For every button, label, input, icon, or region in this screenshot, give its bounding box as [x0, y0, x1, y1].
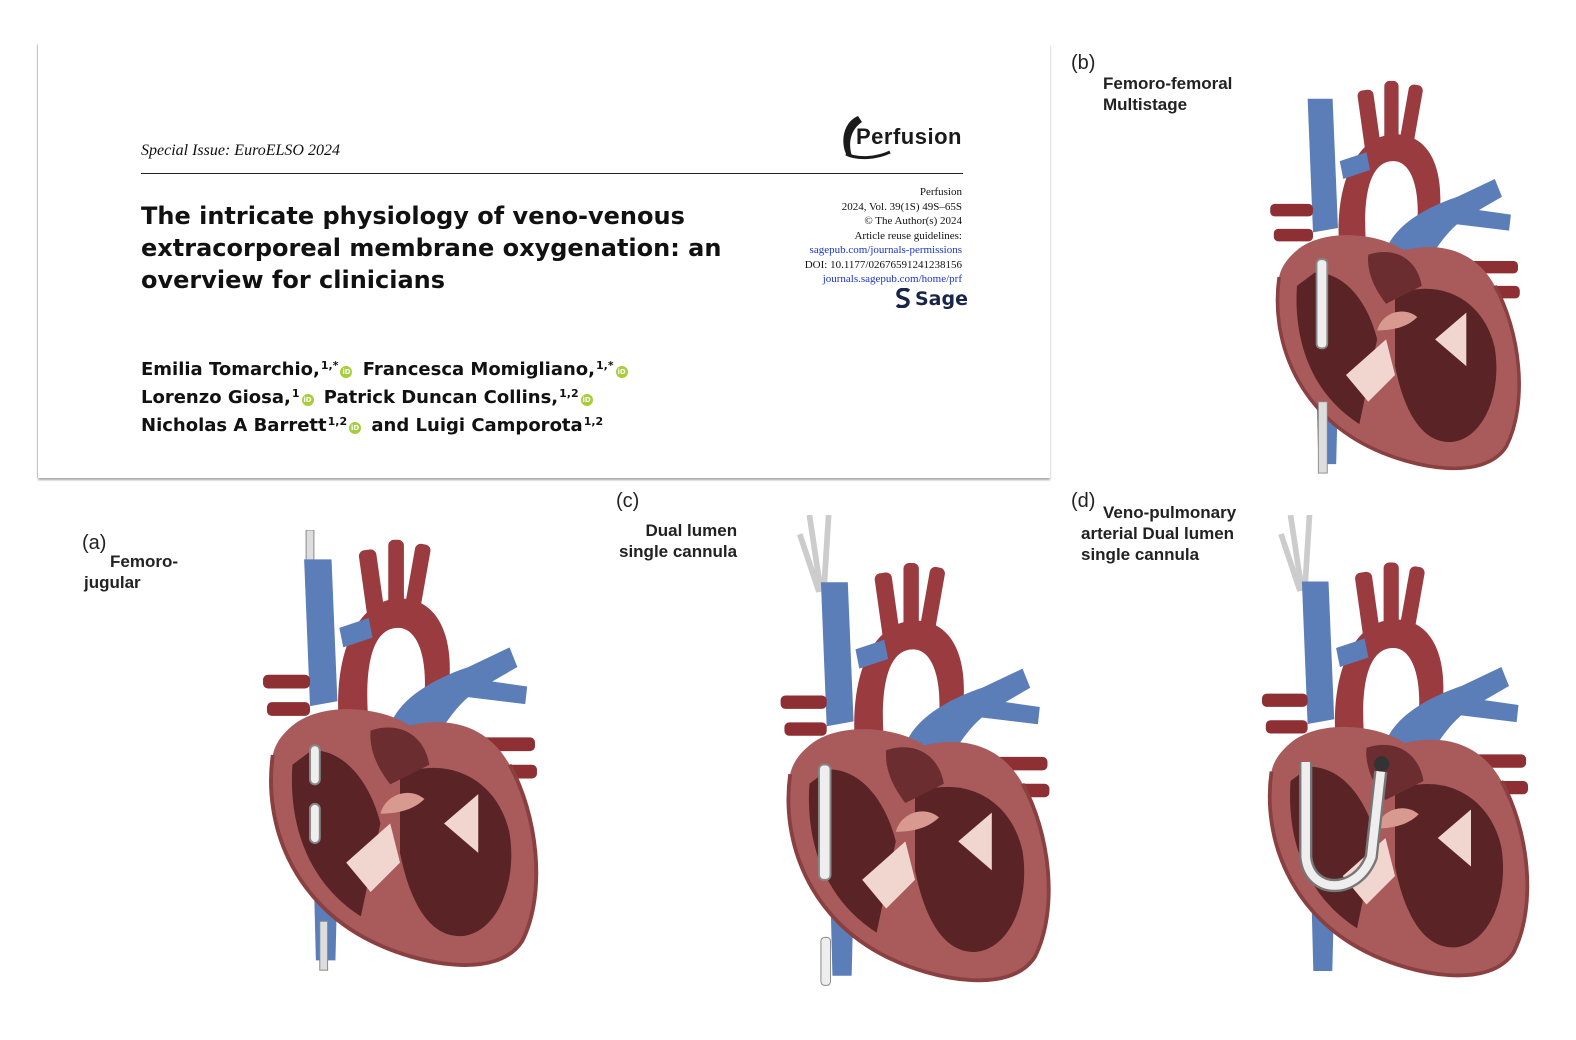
- meta-copyright: © The Author(s) 2024: [864, 215, 962, 227]
- heart-illustration-d: [1260, 515, 1530, 978]
- special-issue-label: Special Issue: EuroELSO 2024: [141, 142, 340, 159]
- paper-title: The intricate physiology of veno-venous …: [141, 200, 741, 296]
- heart-illustration-c: [778, 515, 1052, 986]
- permissions-link[interactable]: sagepub.com/journals-permissions: [809, 244, 962, 256]
- meta-reuse: Article reuse guidelines:: [854, 229, 962, 242]
- paper-header-card: Special Issue: EuroELSO 2024 Perfusion T…: [38, 44, 1050, 478]
- author-list: Emilia Tomarchio,1,*iD Francesca Momigli…: [141, 354, 632, 438]
- heart-illustration-a: [250, 530, 550, 971]
- panel-c-letter: (c): [616, 490, 640, 512]
- orcid-icon[interactable]: iD: [580, 394, 593, 406]
- caption-line: Veno-pulmonary: [1103, 503, 1237, 522]
- author-name: Francesca Momigliano,: [362, 359, 596, 380]
- journal-logo-text: Perfusion: [856, 124, 962, 149]
- panel-a-letter: (a): [82, 532, 107, 554]
- perfusion-logo-icon: [843, 116, 891, 160]
- meta-journal: Perfusion: [919, 186, 962, 198]
- author-line: Emilia Tomarchio,1,*iD Francesca Momigli…: [141, 354, 632, 382]
- orcid-icon[interactable]: iD: [615, 366, 628, 378]
- panel-a-caption: Femoro- jugular: [84, 551, 178, 593]
- affiliation-sup: 1,2: [327, 415, 348, 428]
- caption-line: arterial Dual lumen: [1081, 524, 1235, 543]
- author-conjunction: and: [371, 415, 410, 436]
- caption-line: single cannula: [619, 542, 738, 561]
- cannula-b: [1315, 258, 1329, 350]
- affiliation-sup: 1,*: [320, 359, 339, 372]
- affiliation-sup: 1: [291, 387, 300, 400]
- panel-d-letter: (d): [1071, 490, 1096, 512]
- panel-d-caption: Veno-pulmonary arterial Dual lumen singl…: [1081, 502, 1236, 565]
- caption-line: Femoro-: [110, 552, 178, 571]
- title-line: extracorporeal membrane oxygenation: an: [141, 234, 722, 262]
- meta-volume: 2024, Vol. 39(1S) 49S–65S: [841, 200, 962, 213]
- orcid-icon[interactable]: iD: [340, 366, 353, 378]
- caption-line: Multistage: [1103, 95, 1188, 114]
- title-line: The intricate physiology of veno-venous: [141, 202, 685, 230]
- cannula-a-upper: [309, 744, 321, 786]
- publisher-logo: Sage: [895, 288, 968, 310]
- caption-line: single cannula: [1081, 545, 1200, 564]
- heart-illustration-b: [1250, 72, 1540, 474]
- affiliation-sup: 1,2: [583, 415, 604, 428]
- panel-b-caption: Femoro-femoral Multistage: [1103, 73, 1232, 115]
- publication-meta: Perfusion 2024, Vol. 39(1S) 49S–65S © Th…: [805, 185, 962, 287]
- orcid-icon[interactable]: iD: [301, 394, 314, 406]
- orcid-icon[interactable]: iD: [349, 422, 362, 434]
- author-name: Lorenzo Giosa,: [141, 387, 291, 408]
- affiliation-sup: 1,2: [559, 387, 579, 400]
- publisher-name: Sage: [915, 288, 968, 310]
- meta-doi: DOI: 10.1177/02676591241238156: [804, 258, 962, 271]
- author-name: Luigi Camporota: [415, 415, 583, 436]
- author-name: Nicholas A Barrett: [141, 415, 327, 436]
- header-rule: [141, 173, 963, 174]
- dual-lumen-cannula: [818, 763, 832, 881]
- caption-line: Dual lumen: [645, 521, 738, 540]
- panel-c-caption: Dual lumen single cannula: [619, 520, 737, 562]
- caption-line: Femoro-femoral: [1103, 74, 1233, 93]
- journal-home-link[interactable]: journals.sagepub.com/home/prf: [822, 273, 962, 285]
- caption-line: jugular: [84, 573, 141, 592]
- affiliation-sup: 1,*: [596, 359, 614, 372]
- cannula-a-lower: [309, 802, 321, 845]
- sage-s-icon: [895, 288, 911, 308]
- author-name: Emilia Tomarchio,: [141, 359, 320, 380]
- author-name: Patrick Duncan Collins,: [323, 387, 559, 408]
- title-line: overview for clinicians: [141, 266, 446, 294]
- panel-b-letter: (b): [1071, 52, 1096, 74]
